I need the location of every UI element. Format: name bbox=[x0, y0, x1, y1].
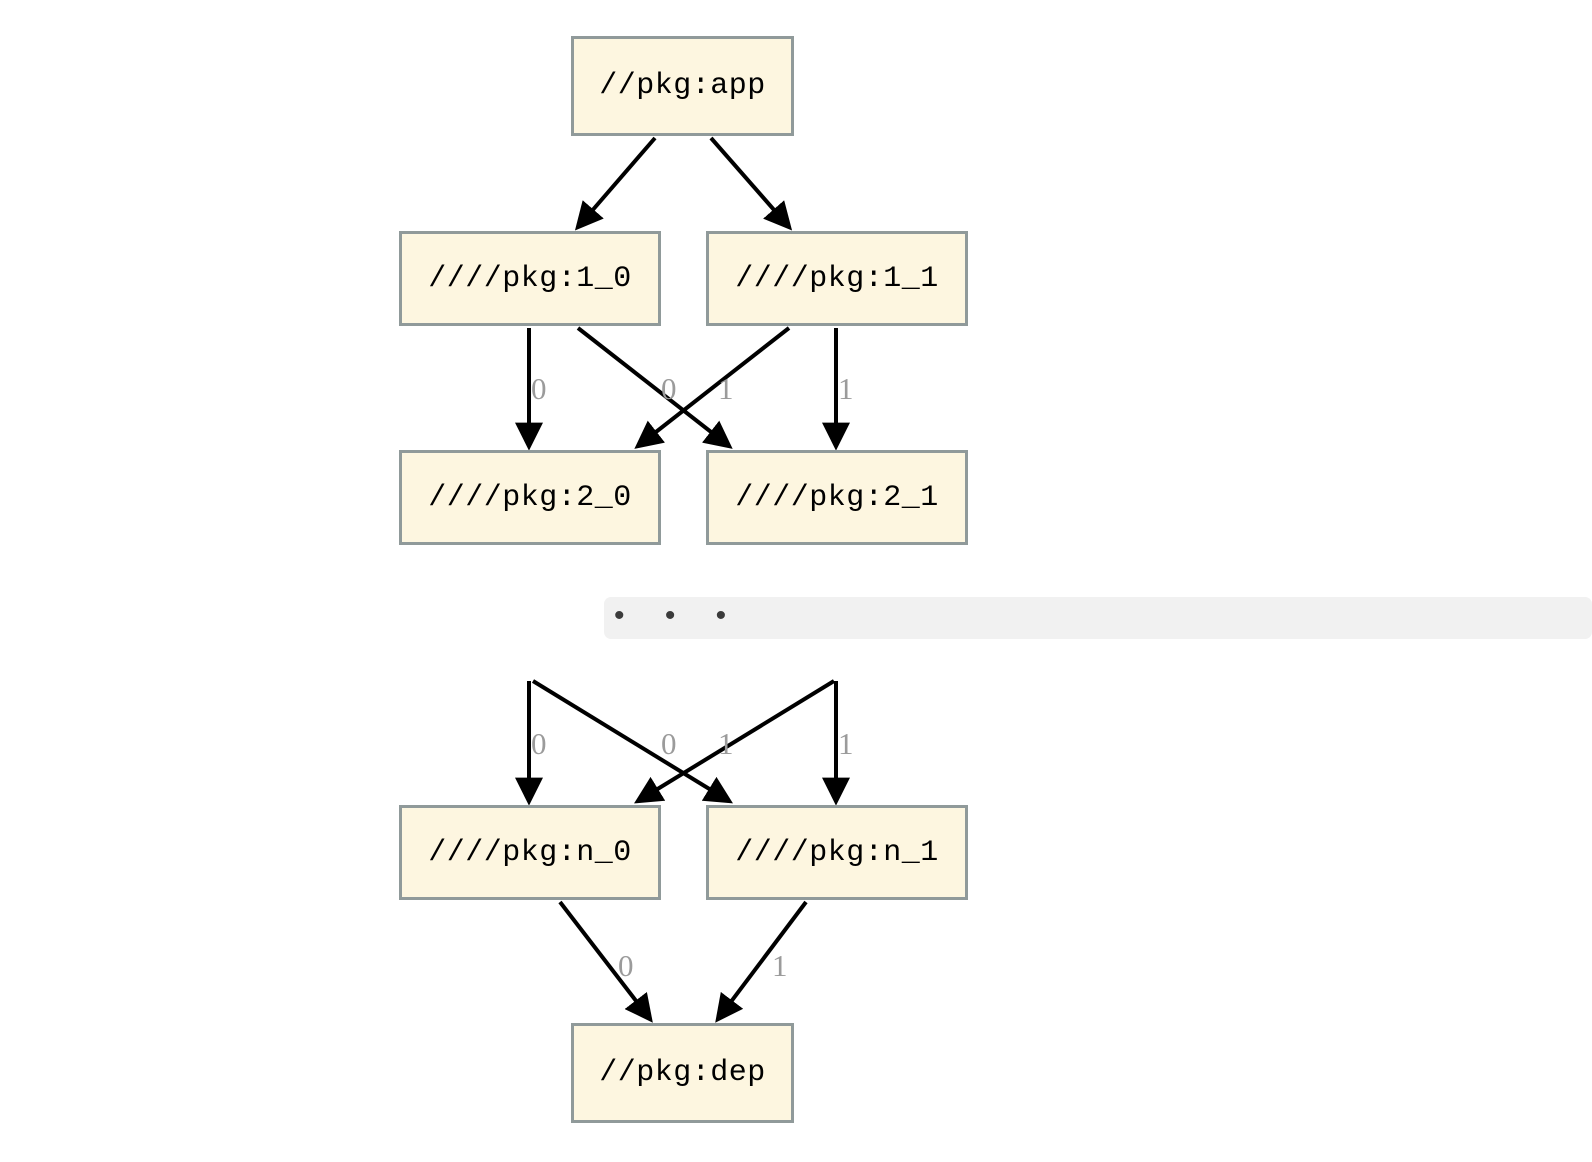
graph-node-l2_0[interactable]: ////pkg:2_0 bbox=[399, 450, 661, 545]
graph-node-label: ////pkg:n_1 bbox=[735, 835, 939, 870]
edge-label: 0 bbox=[661, 371, 677, 406]
edge-label: 1 bbox=[838, 371, 854, 406]
graph-node-l1_0[interactable]: ////pkg:1_0 bbox=[399, 231, 661, 326]
graph-node-label: ////pkg:1_0 bbox=[428, 261, 632, 296]
graph-edge-app-to-l1_0 bbox=[574, 136, 657, 231]
elision-band: • • • bbox=[604, 597, 1592, 639]
graph-node-label: ////pkg:n_0 bbox=[428, 835, 632, 870]
edge-label: 1 bbox=[838, 726, 854, 761]
edge-label: 0 bbox=[531, 371, 547, 406]
graph-node-label: //pkg:dep bbox=[599, 1056, 766, 1090]
graph-node-app[interactable]: //pkg:app bbox=[571, 36, 794, 136]
graph-node-ln_1[interactable]: ////pkg:n_1 bbox=[706, 805, 968, 900]
graph-node-ln_0[interactable]: ////pkg:n_0 bbox=[399, 805, 661, 900]
graph-node-label: //pkg:app bbox=[599, 69, 766, 103]
graph-node-label: ////pkg:2_1 bbox=[735, 480, 939, 515]
ellipsis-icon: • • • bbox=[614, 599, 743, 632]
graph-edge-ln_1-to-dep bbox=[715, 900, 808, 1023]
graph-edge-l1_1-to-l2_0 bbox=[634, 326, 791, 449]
edge-label: 1 bbox=[772, 948, 788, 983]
graph-node-l1_1[interactable]: ////pkg:1_1 bbox=[706, 231, 968, 326]
edge-label: 0 bbox=[661, 726, 677, 761]
edge-label: 0 bbox=[531, 726, 547, 761]
graph-node-label: ////pkg:1_1 bbox=[735, 261, 939, 296]
graph-node-l2_1[interactable]: ////pkg:2_1 bbox=[706, 450, 968, 545]
graph-node-label: ////pkg:2_0 bbox=[428, 480, 632, 515]
graph-node-dep[interactable]: //pkg:dep bbox=[571, 1023, 794, 1123]
edge-label: 1 bbox=[718, 371, 734, 406]
graph-edge-elided-to-ln_0 bbox=[634, 679, 836, 804]
graph-edge-l1_0-to-l2_1 bbox=[576, 326, 733, 449]
graph-edge-elided-to-ln_1 bbox=[531, 679, 733, 804]
edge-label: 0 bbox=[618, 948, 634, 983]
graph-edge-ln_0-to-dep bbox=[558, 900, 653, 1023]
graph-edge-app-to-l1_1 bbox=[709, 136, 793, 231]
edge-label: 1 bbox=[718, 726, 734, 761]
edge-lines bbox=[515, 136, 850, 1023]
